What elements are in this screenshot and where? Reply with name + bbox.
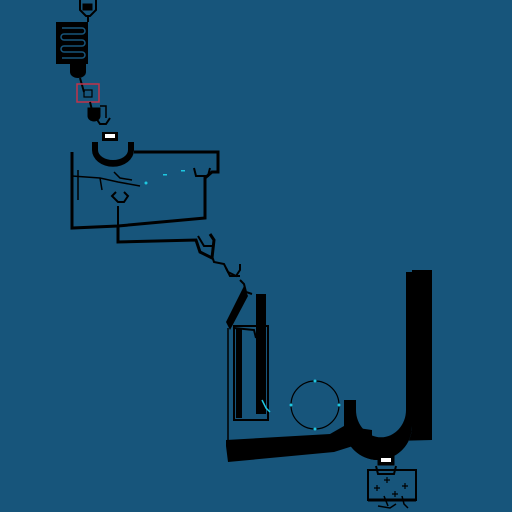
drain-nozzle[interactable] [211,255,253,295]
coiled-tube[interactable] [56,22,88,93]
vertical-column [233,294,271,421]
cursor-selection-box[interactable] [76,83,100,103]
goal-basket [367,469,417,509]
valve-nozzle[interactable] [87,101,111,125]
water-drops [144,170,185,185]
water-drop [163,174,167,176]
loop-ring[interactable] [289,379,341,431]
water-drop [181,170,185,172]
u-bend-tube [226,270,432,462]
receiver-cup[interactable] [92,132,134,167]
tank-floor-chute [116,226,216,261]
tilted-chute [226,286,248,440]
water-drop [144,181,148,185]
water-tank [70,150,220,240]
top-funnel-valve[interactable] [79,0,97,22]
